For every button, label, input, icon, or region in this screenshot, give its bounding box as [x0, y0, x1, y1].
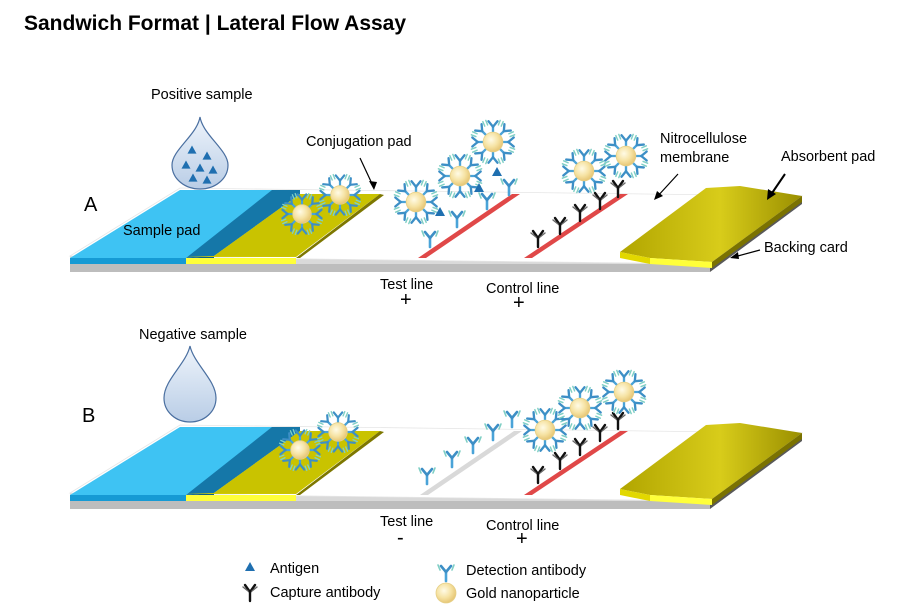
conjugation-pad-label: Conjugation pad	[306, 134, 412, 150]
absorbent-pad-label: Absorbent pad	[781, 149, 876, 165]
panel-b-letter: B	[82, 405, 96, 427]
backing-card-label: Backing card	[764, 240, 848, 256]
control-line-b	[524, 431, 628, 495]
test-line-a	[418, 194, 520, 258]
capture-antibody-icon	[241, 583, 259, 603]
test-line-b	[420, 431, 522, 495]
gold-nanoparticle-icon	[435, 582, 457, 604]
legend-icons	[241, 562, 457, 604]
legend-gold-nanoparticle-label: Gold nanoparticle	[466, 586, 580, 602]
sample-pad-label: Sample pad	[123, 223, 201, 239]
control-line-sign-b: +	[516, 528, 528, 550]
control-line-label-b: Control line	[486, 518, 560, 534]
panel-b-strip	[69, 422, 803, 510]
nitrocellulose-label-line1: Nitrocellulose	[660, 131, 748, 147]
panel-a-letter: A	[84, 194, 98, 216]
legend-detection-antibody-label: Detection antibody	[466, 563, 587, 579]
antigen-icon	[245, 562, 255, 571]
control-line-label-a: Control line	[486, 281, 560, 297]
control-line-a	[524, 194, 628, 258]
nitrocellulose-label-line2: membrane	[660, 150, 730, 166]
test-line-label-b: Test line	[380, 514, 434, 530]
negative-sample-droplet	[163, 345, 217, 423]
control-line-sign-a: +	[513, 292, 525, 314]
label-arrows	[359, 157, 786, 259]
legend-capture-antibody-label: Capture antibody	[270, 585, 381, 601]
test-line-sign-b: -	[397, 527, 404, 549]
legend-antigen-label: Antigen	[270, 561, 320, 577]
detection-antibody-icon	[436, 563, 456, 583]
test-line-label-a: Test line	[380, 277, 434, 293]
positive-sample-droplet	[171, 116, 229, 190]
page-title: Sandwich Format | Lateral Flow Assay	[24, 12, 407, 35]
test-line-sign-a: +	[400, 289, 412, 311]
positive-sample-label: Positive sample	[151, 87, 253, 103]
negative-sample-label: Negative sample	[139, 327, 247, 343]
